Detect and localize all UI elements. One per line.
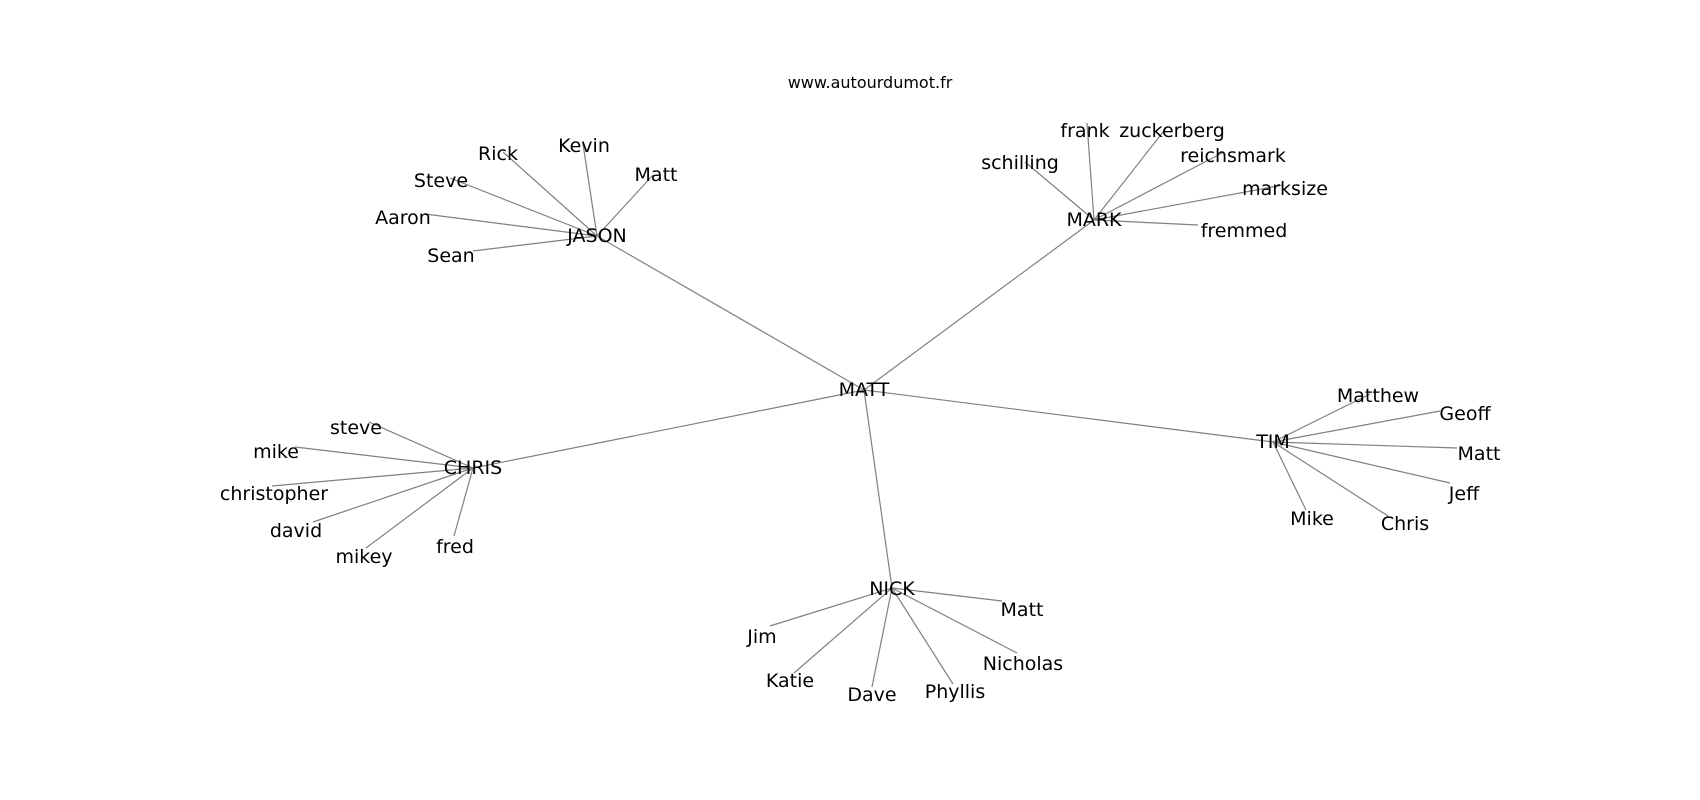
edge-nick-child — [793, 587, 893, 674]
child-node-label: zuckerberg — [1119, 120, 1225, 142]
child-node-label: Chris — [1381, 513, 1429, 535]
edge-jason-child — [582, 143, 598, 237]
edge-nick-child — [891, 587, 1003, 602]
child-node-label: schilling — [981, 152, 1059, 174]
child-node-label: Matt — [1458, 443, 1501, 465]
edge-chris-child — [294, 446, 474, 469]
child-node-label: Sean — [427, 245, 474, 267]
branch-node-jason: JASON — [566, 225, 627, 247]
edge-mark-child — [1093, 126, 1168, 221]
edge-mark-child — [1093, 219, 1199, 226]
child-node-label: Phyllis — [925, 681, 985, 703]
edge-jason-child — [472, 235, 598, 252]
child-node-label: fred — [436, 536, 474, 558]
child-node-label: david — [270, 520, 322, 542]
edge-tim-child — [1272, 393, 1371, 443]
edge-nick-child — [769, 587, 893, 627]
child-node-label: Matt — [635, 164, 678, 186]
source-watermark: www.autourdumot.fr — [788, 73, 953, 92]
edge-jason-child — [449, 177, 598, 237]
edge-matt-mark — [863, 219, 1095, 391]
branch-node-mark: MARK — [1066, 209, 1122, 231]
edge-mark-child — [1093, 152, 1223, 221]
child-node-label: Matt — [1001, 599, 1044, 621]
edge-mark-child — [1024, 161, 1095, 221]
child-node-label: Katie — [766, 670, 814, 692]
child-node-label: frank — [1060, 120, 1109, 142]
child-node-label: Jim — [746, 626, 776, 648]
edge-nick-child — [891, 587, 954, 685]
child-node-label: Rick — [478, 143, 518, 165]
center-node-label: MATT — [839, 379, 890, 401]
child-node-label: Steve — [414, 170, 468, 192]
edge-jason-child — [502, 151, 598, 237]
child-node-label: fremmed — [1201, 220, 1288, 242]
edge-chris-child — [365, 467, 474, 549]
edge-chris-child — [368, 421, 474, 469]
edge-tim-child — [1272, 441, 1307, 511]
edge-matt-chris — [472, 389, 865, 469]
child-node-label: Dave — [847, 684, 896, 706]
child-node-label: Mike — [1290, 508, 1334, 530]
child-node-label: reichsmark — [1180, 145, 1286, 167]
edge-tim-child — [1272, 441, 1389, 517]
edge-nick-child — [891, 587, 1018, 654]
graph-edges — [271, 122, 1458, 688]
edge-mark-child — [1086, 122, 1095, 221]
edge-nick-child — [871, 587, 893, 688]
branch-node-tim: TIM — [1255, 431, 1290, 453]
edge-tim-child — [1272, 441, 1458, 449]
child-node-label: mike — [253, 441, 299, 463]
edge-matt-nick — [863, 389, 893, 589]
edge-mark-child — [1093, 184, 1284, 221]
child-node-label: Jeff — [1448, 483, 1480, 505]
child-node-label: Kevin — [558, 135, 610, 157]
child-node-label: Nicholas — [983, 653, 1063, 675]
edge-matt-tim — [863, 389, 1274, 443]
edge-chris-child — [312, 467, 474, 523]
edge-tim-child — [1272, 410, 1441, 443]
child-node-label: mikey — [335, 546, 392, 568]
edge-jason-child — [424, 213, 598, 237]
branch-node-nick: NICK — [869, 578, 915, 600]
branch-node-chris: CHRIS — [444, 457, 502, 479]
child-node-label: steve — [330, 417, 382, 439]
child-node-label: Geoff — [1439, 403, 1491, 425]
edge-jason-child — [596, 174, 654, 237]
edge-matt-jason — [596, 235, 865, 391]
edge-chris-child — [271, 467, 474, 487]
child-node-label: marksize — [1242, 178, 1328, 200]
edge-tim-child — [1272, 441, 1451, 484]
child-node-label: christopher — [220, 483, 328, 505]
child-node-label: Aaron — [375, 207, 431, 229]
edge-chris-child — [453, 467, 474, 537]
child-node-label: Matthew — [1337, 385, 1419, 407]
